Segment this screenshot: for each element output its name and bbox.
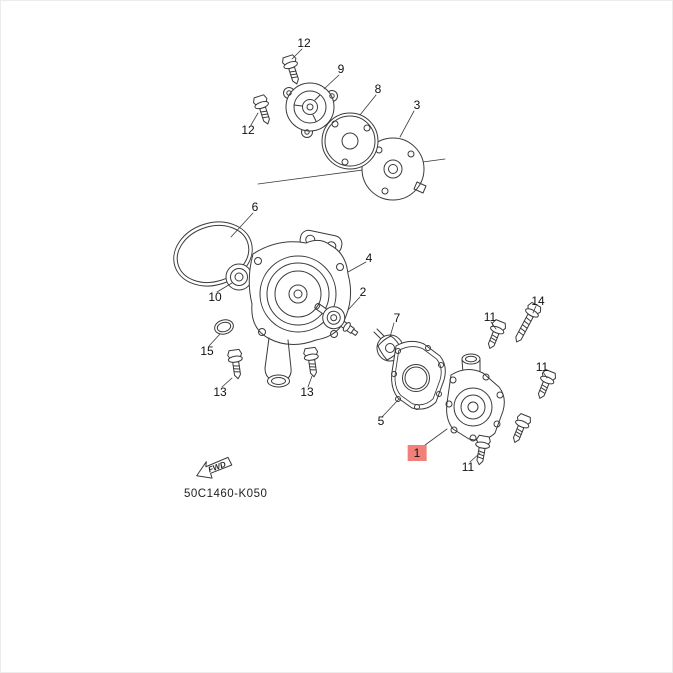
part-label: 11: [535, 360, 549, 374]
leader-lines: [208, 48, 548, 463]
part-label: 13: [213, 385, 227, 399]
part-11-bolt: [507, 412, 533, 446]
part-label-highlighted: 1: [407, 445, 427, 461]
part-label: 15: [200, 344, 214, 358]
part-6-o-ring: [173, 221, 253, 287]
part-label: 4: [365, 251, 373, 265]
part-label: 11: [461, 460, 475, 474]
part-9-cover: [283, 82, 338, 138]
part-label: 14: [531, 294, 545, 308]
part-15-o-ring: [214, 319, 234, 335]
part-13-bolt: [226, 348, 246, 381]
part-label: 8: [374, 82, 382, 96]
fwd-arrow-shape: [196, 456, 233, 479]
part-8-plate-gasket: [321, 112, 379, 170]
part-2-impeller-shaft: [314, 302, 359, 336]
part-label: 5: [377, 414, 385, 428]
part-10-bearing: [225, 263, 253, 291]
part-label: 11: [483, 310, 497, 324]
part-label: 12: [297, 36, 311, 50]
part-13-bolt: [302, 346, 322, 379]
part-1-pump-cover: [445, 353, 505, 442]
part-3-plate: [361, 137, 427, 201]
part-label: 6: [251, 200, 259, 214]
part-label: 10: [208, 290, 222, 304]
fwd-arrow: FWD: [196, 456, 233, 479]
part-label: 13: [300, 385, 314, 399]
fwd-arrow-label: FWD: [207, 460, 227, 475]
part-label: 12: [241, 123, 255, 137]
diagram-code: 50C1460-K050: [184, 488, 268, 500]
part-label: 7: [393, 311, 401, 325]
part-label: 9: [337, 62, 345, 76]
part-label: 2: [359, 285, 367, 299]
part-5-cover-gasket: [391, 340, 446, 410]
part-label: 3: [413, 98, 421, 112]
